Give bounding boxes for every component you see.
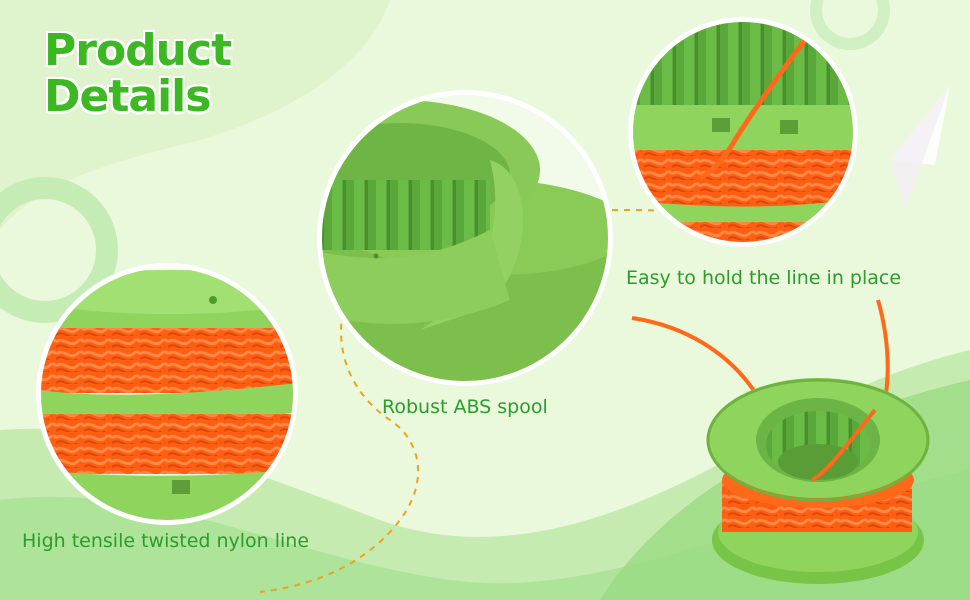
title-line-1: Product xyxy=(44,25,232,76)
caption-hold-line: Easy to hold the line in place xyxy=(626,267,902,289)
page-title: Product Details xyxy=(44,25,232,122)
abs-spool-closeup xyxy=(317,90,613,386)
line-hold-closeup xyxy=(628,17,858,247)
caption-abs-spool: Robust ABS spool xyxy=(382,396,548,418)
title-line-2: Details xyxy=(44,71,211,122)
spool-product-image xyxy=(631,299,930,584)
caption-nylon-line: High tensile twisted nylon line xyxy=(22,530,310,552)
nylon-line-closeup xyxy=(36,263,298,525)
